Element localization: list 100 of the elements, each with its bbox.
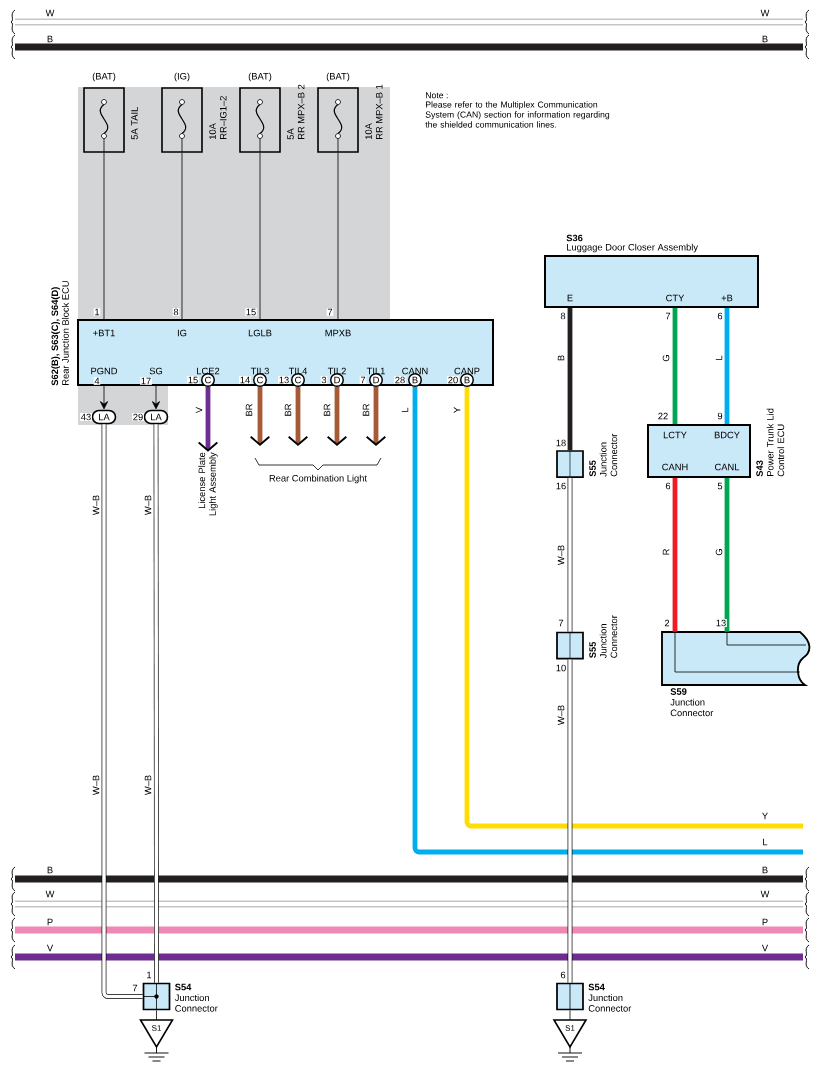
wire-code: BR	[362, 402, 370, 418]
pin-number: 29	[132, 413, 144, 421]
wire	[156, 1009, 157, 1021]
wire-code: V	[761, 944, 769, 952]
arrow	[287, 387, 309, 446]
wire-code: B	[46, 35, 54, 43]
wire-code: B	[761, 866, 769, 874]
node-label: 5A TAIL	[131, 107, 138, 140]
wire-code: B	[46, 866, 54, 874]
node-label: S43	[756, 460, 763, 477]
node-label: S54	[175, 983, 192, 991]
wire-code: W–B	[557, 544, 565, 566]
wire	[181, 152, 183, 320]
node-label: Junction Connector	[670, 698, 714, 717]
pin-number: 16	[555, 482, 567, 490]
wire-code: P	[46, 918, 54, 926]
wire-code: G	[661, 353, 671, 363]
wire-code: W–B	[557, 704, 565, 726]
node-label: S55	[589, 641, 596, 658]
node-label: Luggage Door Closer Assembly	[567, 243, 698, 253]
wire	[153, 424, 159, 983]
junction-connector: S59 Junction Connector	[661, 631, 811, 717]
arrow	[326, 387, 348, 446]
wire-code: W	[44, 9, 56, 17]
fuse: (BAT) 5A TAIL	[83, 72, 138, 153]
fuse: (IG) 10A RR–IG1–2	[161, 72, 227, 153]
arrow	[152, 385, 160, 410]
wire-code: R	[662, 547, 670, 557]
pin-number: 15	[245, 308, 257, 316]
pin-number: 8	[559, 312, 567, 320]
wire	[672, 478, 678, 632]
wire-code: V	[195, 406, 203, 414]
node-label: (IG)	[174, 72, 190, 82]
pin-number: 17	[140, 377, 152, 385]
wire-code: W–B	[92, 774, 100, 796]
wire-code: W	[759, 9, 771, 17]
wire-code: BR	[245, 402, 253, 418]
wire-code: W	[44, 890, 56, 898]
wire-code: B	[557, 354, 565, 362]
pin-number: 3	[320, 376, 328, 384]
wire-code: BR	[284, 402, 292, 418]
pin-number: 7	[557, 619, 565, 627]
junction-connector: S54 Junction Connector	[142, 982, 218, 1012]
wire	[724, 478, 730, 632]
note-text: Please refer to the Multiplex Communication System (CAN) section for information regarding the shielded communication lines.	[425, 101, 610, 128]
arrow	[249, 387, 271, 446]
pin-number: 7	[326, 308, 334, 316]
node-label: 10A	[365, 123, 372, 140]
pin-number: 13	[715, 619, 727, 627]
node-label: 5A	[287, 128, 294, 140]
node-label: S62(B), S63(C), S64(D)	[51, 287, 60, 386]
node-label: S55	[589, 460, 596, 477]
node-label: Junction Connector	[599, 433, 618, 477]
node-label: RR MPX–B 2	[297, 84, 305, 139]
wire-code: BR	[323, 402, 331, 418]
wire	[412, 387, 803, 855]
node-label: (BAT)	[326, 72, 350, 82]
wire	[567, 659, 573, 983]
pin-number: 22	[657, 412, 669, 420]
wire-code: W	[759, 890, 771, 898]
wire	[567, 308, 573, 451]
node-label: Power Trunk Lid Control ECU	[766, 408, 785, 477]
node-label: (BAT)	[248, 72, 272, 82]
pin-number: 8	[172, 308, 180, 316]
wire-code: G	[714, 547, 724, 557]
arrow	[365, 387, 387, 446]
wire-code: P	[761, 918, 769, 926]
pin-number: 7	[664, 312, 672, 320]
junction-connector: S54 Junction Connector	[556, 982, 632, 1012]
node-label: RR–IG1–2	[219, 96, 227, 139]
pin-number: 1	[145, 971, 153, 979]
wire-code: V	[46, 944, 54, 952]
pin-number: 6	[716, 312, 724, 320]
component-label: Rear Combination Light	[268, 474, 368, 485]
component-label: License Plate Light Assembly	[198, 452, 218, 516]
pin-number: 18	[555, 439, 567, 447]
pin-number: 6	[664, 482, 672, 490]
node-label: Rear Junction Block ECU	[61, 281, 69, 385]
pin-number: 4	[93, 377, 101, 385]
arrow	[99, 385, 109, 410]
wire-code: L	[715, 354, 723, 362]
wire-code: L	[761, 838, 769, 846]
pin-number: 9	[716, 412, 724, 420]
node-label: (BAT)	[92, 72, 116, 82]
node-label: Junction Connector	[174, 994, 218, 1012]
pin-number: 10	[555, 664, 567, 672]
wire-code: W–B	[92, 494, 100, 516]
pin-number: 20	[447, 376, 459, 384]
wire	[337, 152, 339, 320]
arrow	[197, 387, 219, 452]
pin-number: 13	[278, 376, 290, 384]
assembly-box: S36 Luggage Door Closer Assembly E CTY +B	[544, 234, 759, 308]
node-label: Junction Connector	[588, 994, 632, 1012]
pin-number: 28	[394, 376, 406, 384]
pin-number: 6	[559, 971, 567, 979]
pin-number: 1	[93, 308, 101, 316]
fuse: (BAT) 5A RR MPX–B 2	[239, 72, 305, 153]
node-label: S59	[670, 688, 687, 695]
node-label: Junction Connector	[599, 615, 618, 659]
wire	[259, 152, 261, 320]
